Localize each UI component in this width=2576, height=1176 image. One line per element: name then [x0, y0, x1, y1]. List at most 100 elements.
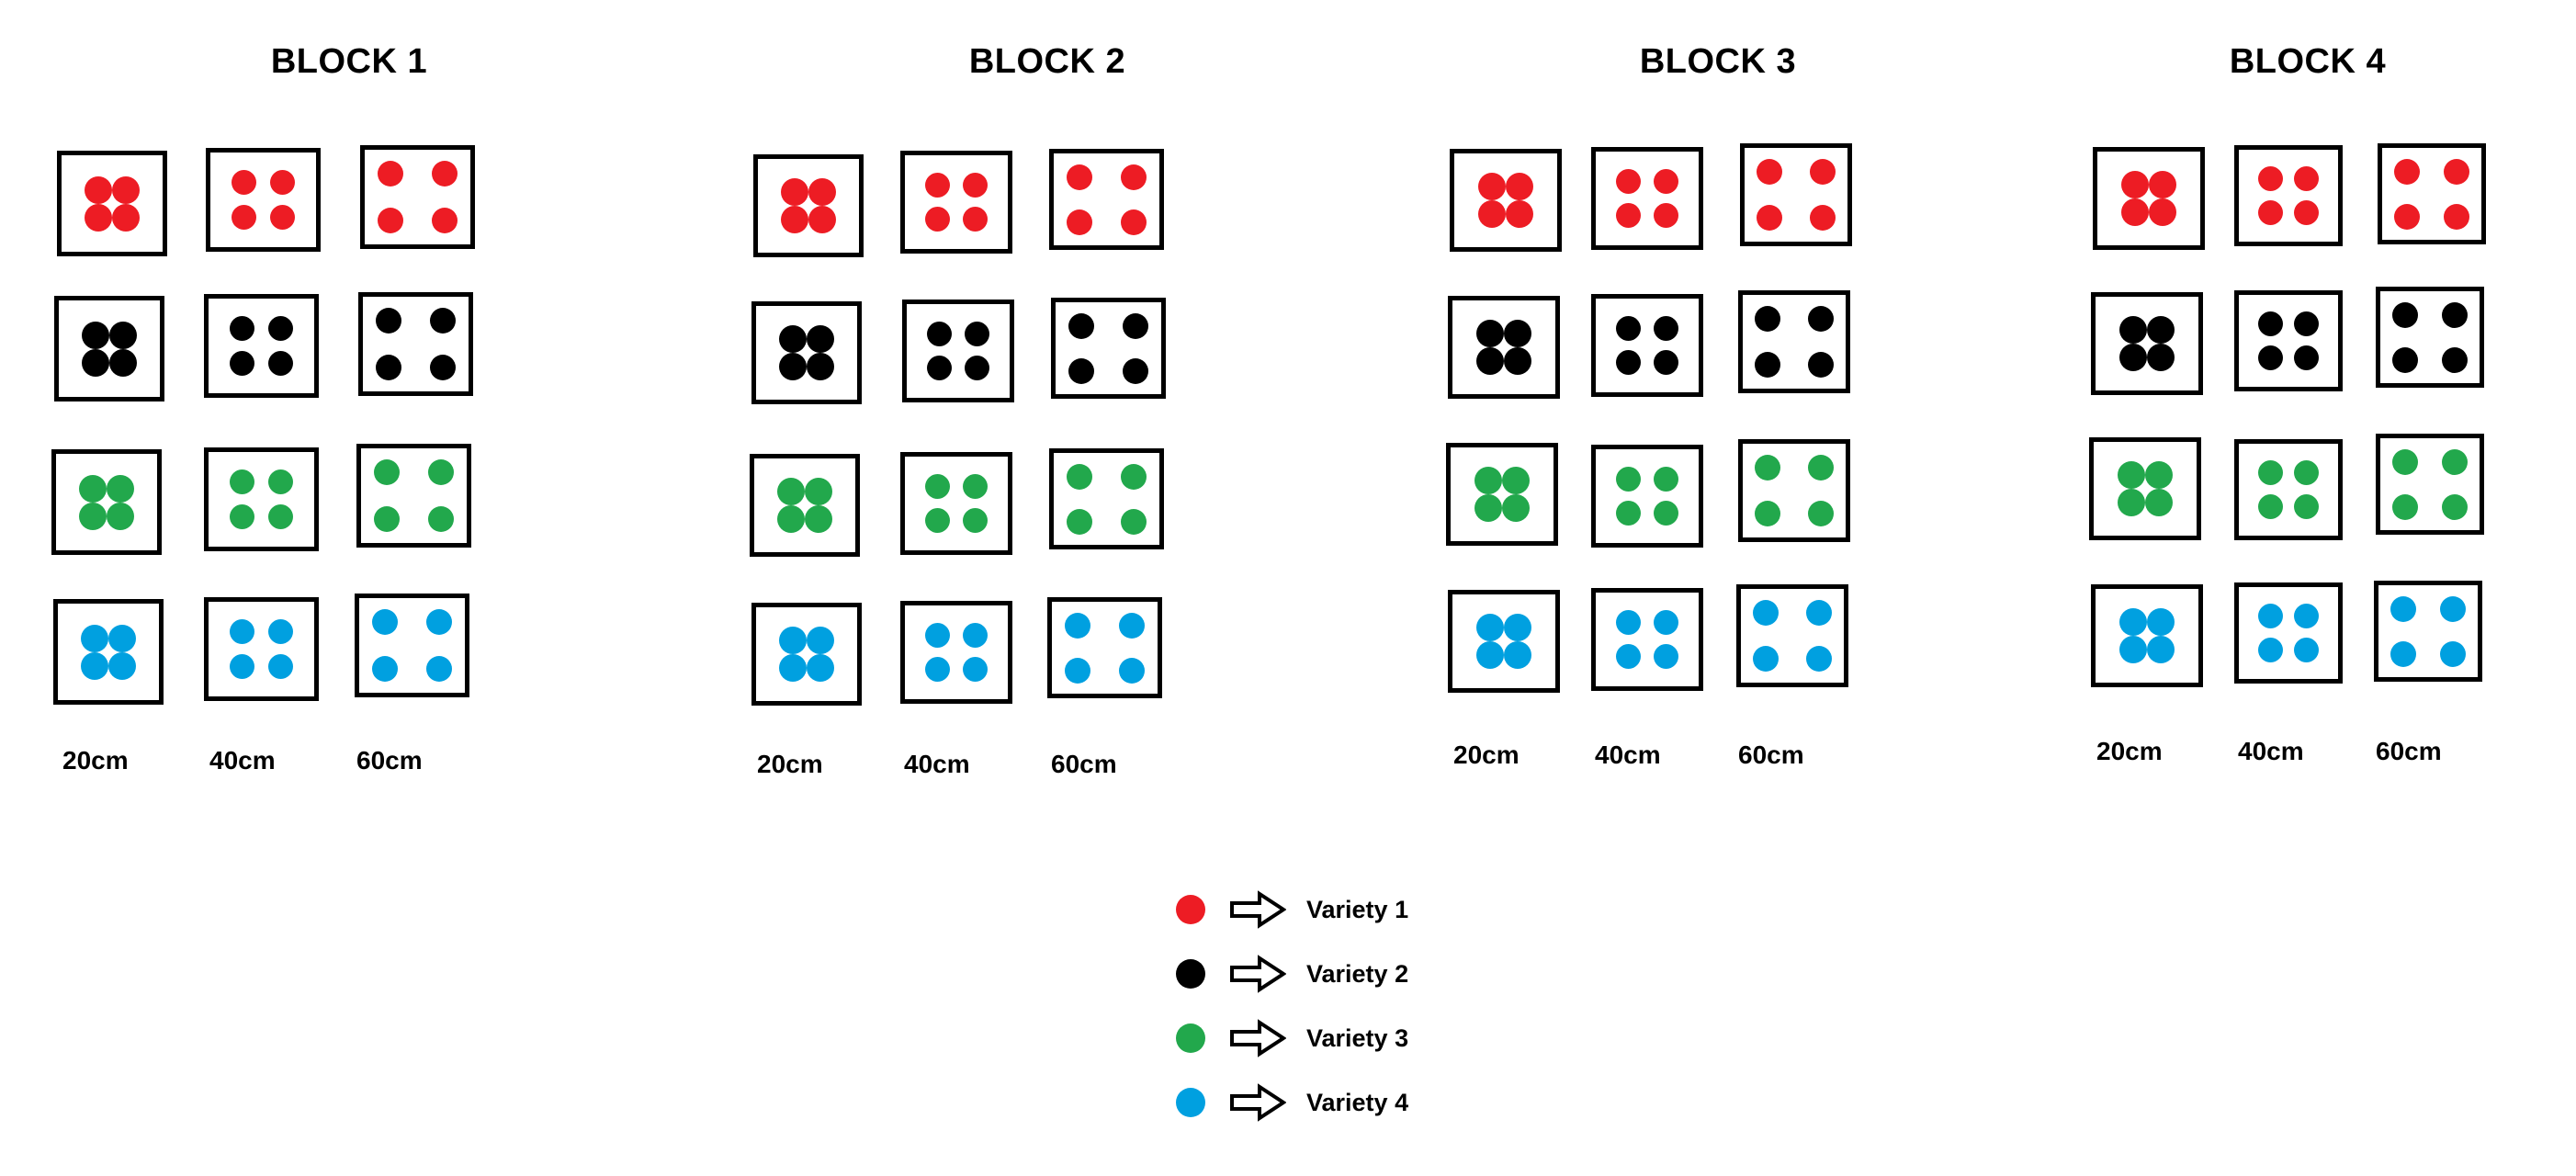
plant-dot — [2440, 595, 2467, 622]
plant-dot — [1476, 614, 1504, 641]
plant-dot — [373, 458, 400, 485]
plant-dot — [1805, 646, 1832, 673]
plant-dot — [1121, 463, 1147, 490]
spacing-label-60cm: 60cm — [1051, 750, 1117, 778]
plant-dot — [81, 624, 108, 652]
plant-dot — [1755, 454, 1781, 481]
legend-label: Variety 2 — [1306, 959, 1409, 988]
plant-dot — [2294, 345, 2319, 370]
plant-dot — [781, 206, 808, 233]
plot-block4-variety4-spacing20 — [2091, 584, 2203, 687]
plant-dot — [808, 206, 836, 233]
plant-dot — [1653, 350, 1678, 376]
spacing-label-60cm: 60cm — [356, 746, 423, 775]
plant-dot — [1476, 347, 1504, 375]
plant-dot — [112, 175, 140, 204]
plot-block4-variety1-spacing60 — [2378, 143, 2486, 244]
plot-block2-variety4-spacing20 — [751, 603, 862, 706]
plant-dot — [428, 458, 455, 485]
legend-color-swatch — [1176, 959, 1205, 989]
plant-dot — [1474, 494, 1502, 522]
plant-dot — [2258, 637, 2283, 662]
legend-color-swatch — [1176, 1088, 1205, 1117]
plant-dot — [1066, 463, 1092, 490]
plant-dot — [927, 321, 953, 346]
plant-dot — [2294, 604, 2319, 629]
plant-dot — [779, 627, 807, 654]
plant-dot — [230, 619, 255, 645]
plant-dot — [1616, 315, 1642, 341]
plot-block3-variety4-spacing60 — [1736, 584, 1848, 687]
legend-item-variety-1: Variety 1 — [1176, 877, 1562, 942]
plant-dot — [1123, 357, 1149, 384]
plant-dot — [109, 348, 137, 377]
plant-dot — [267, 619, 293, 645]
plant-dot — [2258, 493, 2283, 519]
plant-dot — [377, 160, 403, 187]
plot-block2-variety4-spacing60 — [1047, 597, 1162, 698]
plant-dot — [2258, 604, 2283, 629]
plant-dot — [267, 503, 293, 529]
plant-dot — [808, 178, 836, 206]
plant-dot — [1476, 641, 1504, 669]
plot-block3-variety4-spacing20 — [1448, 590, 1560, 693]
plant-dot — [1653, 203, 1678, 229]
plant-dot — [1068, 312, 1094, 339]
legend-label: Variety 1 — [1306, 895, 1409, 923]
plant-dot — [1653, 644, 1678, 670]
plant-dot — [2147, 608, 2175, 636]
spacing-label-40cm: 40cm — [209, 746, 276, 775]
plot-block3-variety3-spacing40 — [1591, 445, 1703, 548]
plant-dot — [779, 353, 807, 380]
plot-block2-variety3-spacing60 — [1049, 448, 1164, 549]
right-block-arrow-icon — [1230, 890, 1286, 929]
plant-dot — [232, 204, 257, 230]
plant-dot — [375, 307, 401, 334]
plant-dot — [1616, 609, 1642, 635]
plant-dot — [1616, 350, 1642, 376]
plant-dot — [925, 207, 951, 232]
plant-dot — [82, 348, 109, 377]
plant-dot — [925, 622, 951, 648]
plant-dot — [2149, 198, 2176, 226]
plant-dot — [2442, 301, 2469, 328]
plot-block1-variety2-spacing40 — [204, 294, 319, 398]
plant-dot — [2147, 344, 2175, 371]
block-title: BLOCK 1 — [270, 42, 428, 81]
plant-dot — [267, 653, 293, 679]
plot-block2-variety2-spacing20 — [751, 301, 862, 404]
plant-dot — [1755, 305, 1781, 332]
plant-dot — [1502, 494, 1530, 522]
plant-dot — [2442, 493, 2469, 520]
plant-dot — [964, 356, 989, 381]
plant-dot — [1753, 599, 1779, 626]
spacing-label-40cm: 40cm — [904, 750, 970, 778]
plant-dot — [432, 160, 458, 187]
plot-block2-variety3-spacing40 — [900, 452, 1012, 555]
plant-dot — [2258, 199, 2283, 225]
plant-dot — [2118, 461, 2145, 489]
right-block-arrow-icon — [1230, 955, 1286, 993]
plant-dot — [1755, 352, 1781, 379]
plant-dot — [807, 353, 834, 380]
plant-dot — [1121, 209, 1147, 235]
plant-dot — [1504, 641, 1531, 669]
plant-dot — [1805, 599, 1832, 626]
plant-dot — [805, 478, 832, 505]
plot-block1-variety3-spacing40 — [204, 447, 319, 551]
plant-dot — [2145, 461, 2173, 489]
plot-block3-variety2-spacing40 — [1591, 294, 1703, 397]
plant-dot — [2294, 311, 2319, 337]
plot-block2-variety4-spacing40 — [900, 601, 1012, 704]
plant-dot — [1653, 609, 1678, 635]
plant-dot — [1807, 454, 1834, 481]
plant-dot — [1807, 305, 1834, 332]
plant-dot — [2121, 171, 2149, 198]
plot-block3-variety3-spacing60 — [1738, 439, 1850, 542]
right-block-arrow-icon — [1230, 1019, 1286, 1057]
legend-item-variety-4: Variety 4 — [1176, 1070, 1562, 1135]
plant-dot — [2444, 158, 2470, 185]
plant-dot — [2119, 636, 2147, 663]
